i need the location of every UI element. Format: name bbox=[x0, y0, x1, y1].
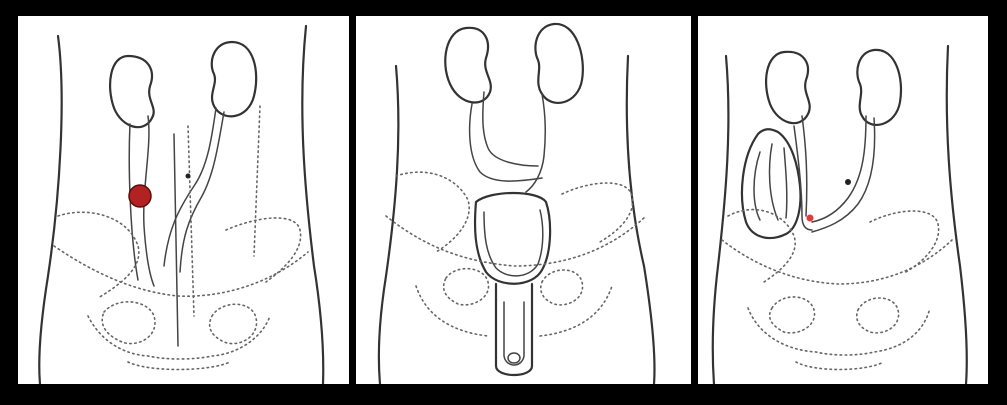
right-ureter bbox=[802, 116, 807, 216]
panel-2-drawing bbox=[356, 16, 691, 384]
right-ureter bbox=[483, 92, 538, 166]
pelvis-lower bbox=[748, 308, 930, 355]
torso-right-outline bbox=[947, 46, 967, 384]
pelvis-base bbox=[128, 362, 230, 370]
pelvis-base bbox=[796, 362, 884, 370]
left-ureter-b bbox=[180, 112, 224, 272]
left-kidney bbox=[857, 50, 901, 125]
urethra-outer bbox=[496, 284, 532, 375]
anastomosis-marker bbox=[807, 215, 814, 222]
pelvis-right-ring bbox=[541, 270, 583, 305]
pelvis-left-ring bbox=[770, 297, 815, 333]
pelvis-lower-left bbox=[416, 286, 488, 336]
small-dot bbox=[186, 174, 191, 179]
torso-right-outline bbox=[627, 56, 655, 384]
reservoir-outer bbox=[475, 193, 550, 284]
panel-1 bbox=[18, 16, 349, 384]
midline bbox=[174, 134, 178, 346]
pelvis-iliac-right bbox=[226, 218, 301, 282]
torso-left-outline bbox=[713, 56, 729, 384]
bowel-loop-inner-2 bbox=[770, 144, 778, 220]
pelvis-lower-right bbox=[540, 286, 612, 336]
torso-right-outline bbox=[302, 26, 323, 384]
panel-3-drawing bbox=[698, 16, 988, 384]
pelvis-lower bbox=[88, 316, 270, 359]
urethral-meatus bbox=[508, 353, 520, 363]
pelvis-iliac-left bbox=[58, 212, 139, 298]
pelvis-rim bbox=[386, 216, 646, 266]
left-ureter bbox=[526, 94, 545, 192]
lesion-marker bbox=[129, 185, 151, 207]
left-ureter-a bbox=[812, 116, 866, 222]
panel-1-drawing bbox=[18, 16, 349, 384]
pelvis-iliac-right bbox=[870, 211, 939, 272]
panel-3 bbox=[698, 16, 988, 384]
pelvis-right-ring bbox=[857, 298, 899, 333]
pelvis-iliac-left bbox=[728, 210, 795, 282]
left-kidney bbox=[535, 24, 582, 103]
pelvis-left-ring bbox=[444, 269, 489, 305]
torso-left-outline bbox=[39, 36, 61, 384]
bowel-loop-inner-3 bbox=[784, 148, 787, 218]
torso-left-outline bbox=[379, 66, 399, 384]
right-kidney bbox=[766, 52, 810, 123]
urethra-inner bbox=[504, 302, 524, 365]
pelvis-left-ring bbox=[102, 302, 155, 344]
left-kidney bbox=[212, 42, 256, 116]
pelvis-right-ring bbox=[210, 304, 257, 343]
pelvis-iliac-right bbox=[562, 183, 633, 242]
bowel-stem bbox=[794, 126, 812, 230]
pelvis-iliac-left bbox=[396, 172, 469, 252]
right-kidney bbox=[110, 56, 154, 127]
left-guide-dots bbox=[254, 106, 260, 256]
reservoir-inner bbox=[484, 210, 543, 276]
small-dot bbox=[845, 179, 851, 185]
pelvis-rim bbox=[722, 240, 952, 284]
conduit-upper bbox=[470, 104, 542, 181]
panel-2 bbox=[356, 16, 691, 384]
